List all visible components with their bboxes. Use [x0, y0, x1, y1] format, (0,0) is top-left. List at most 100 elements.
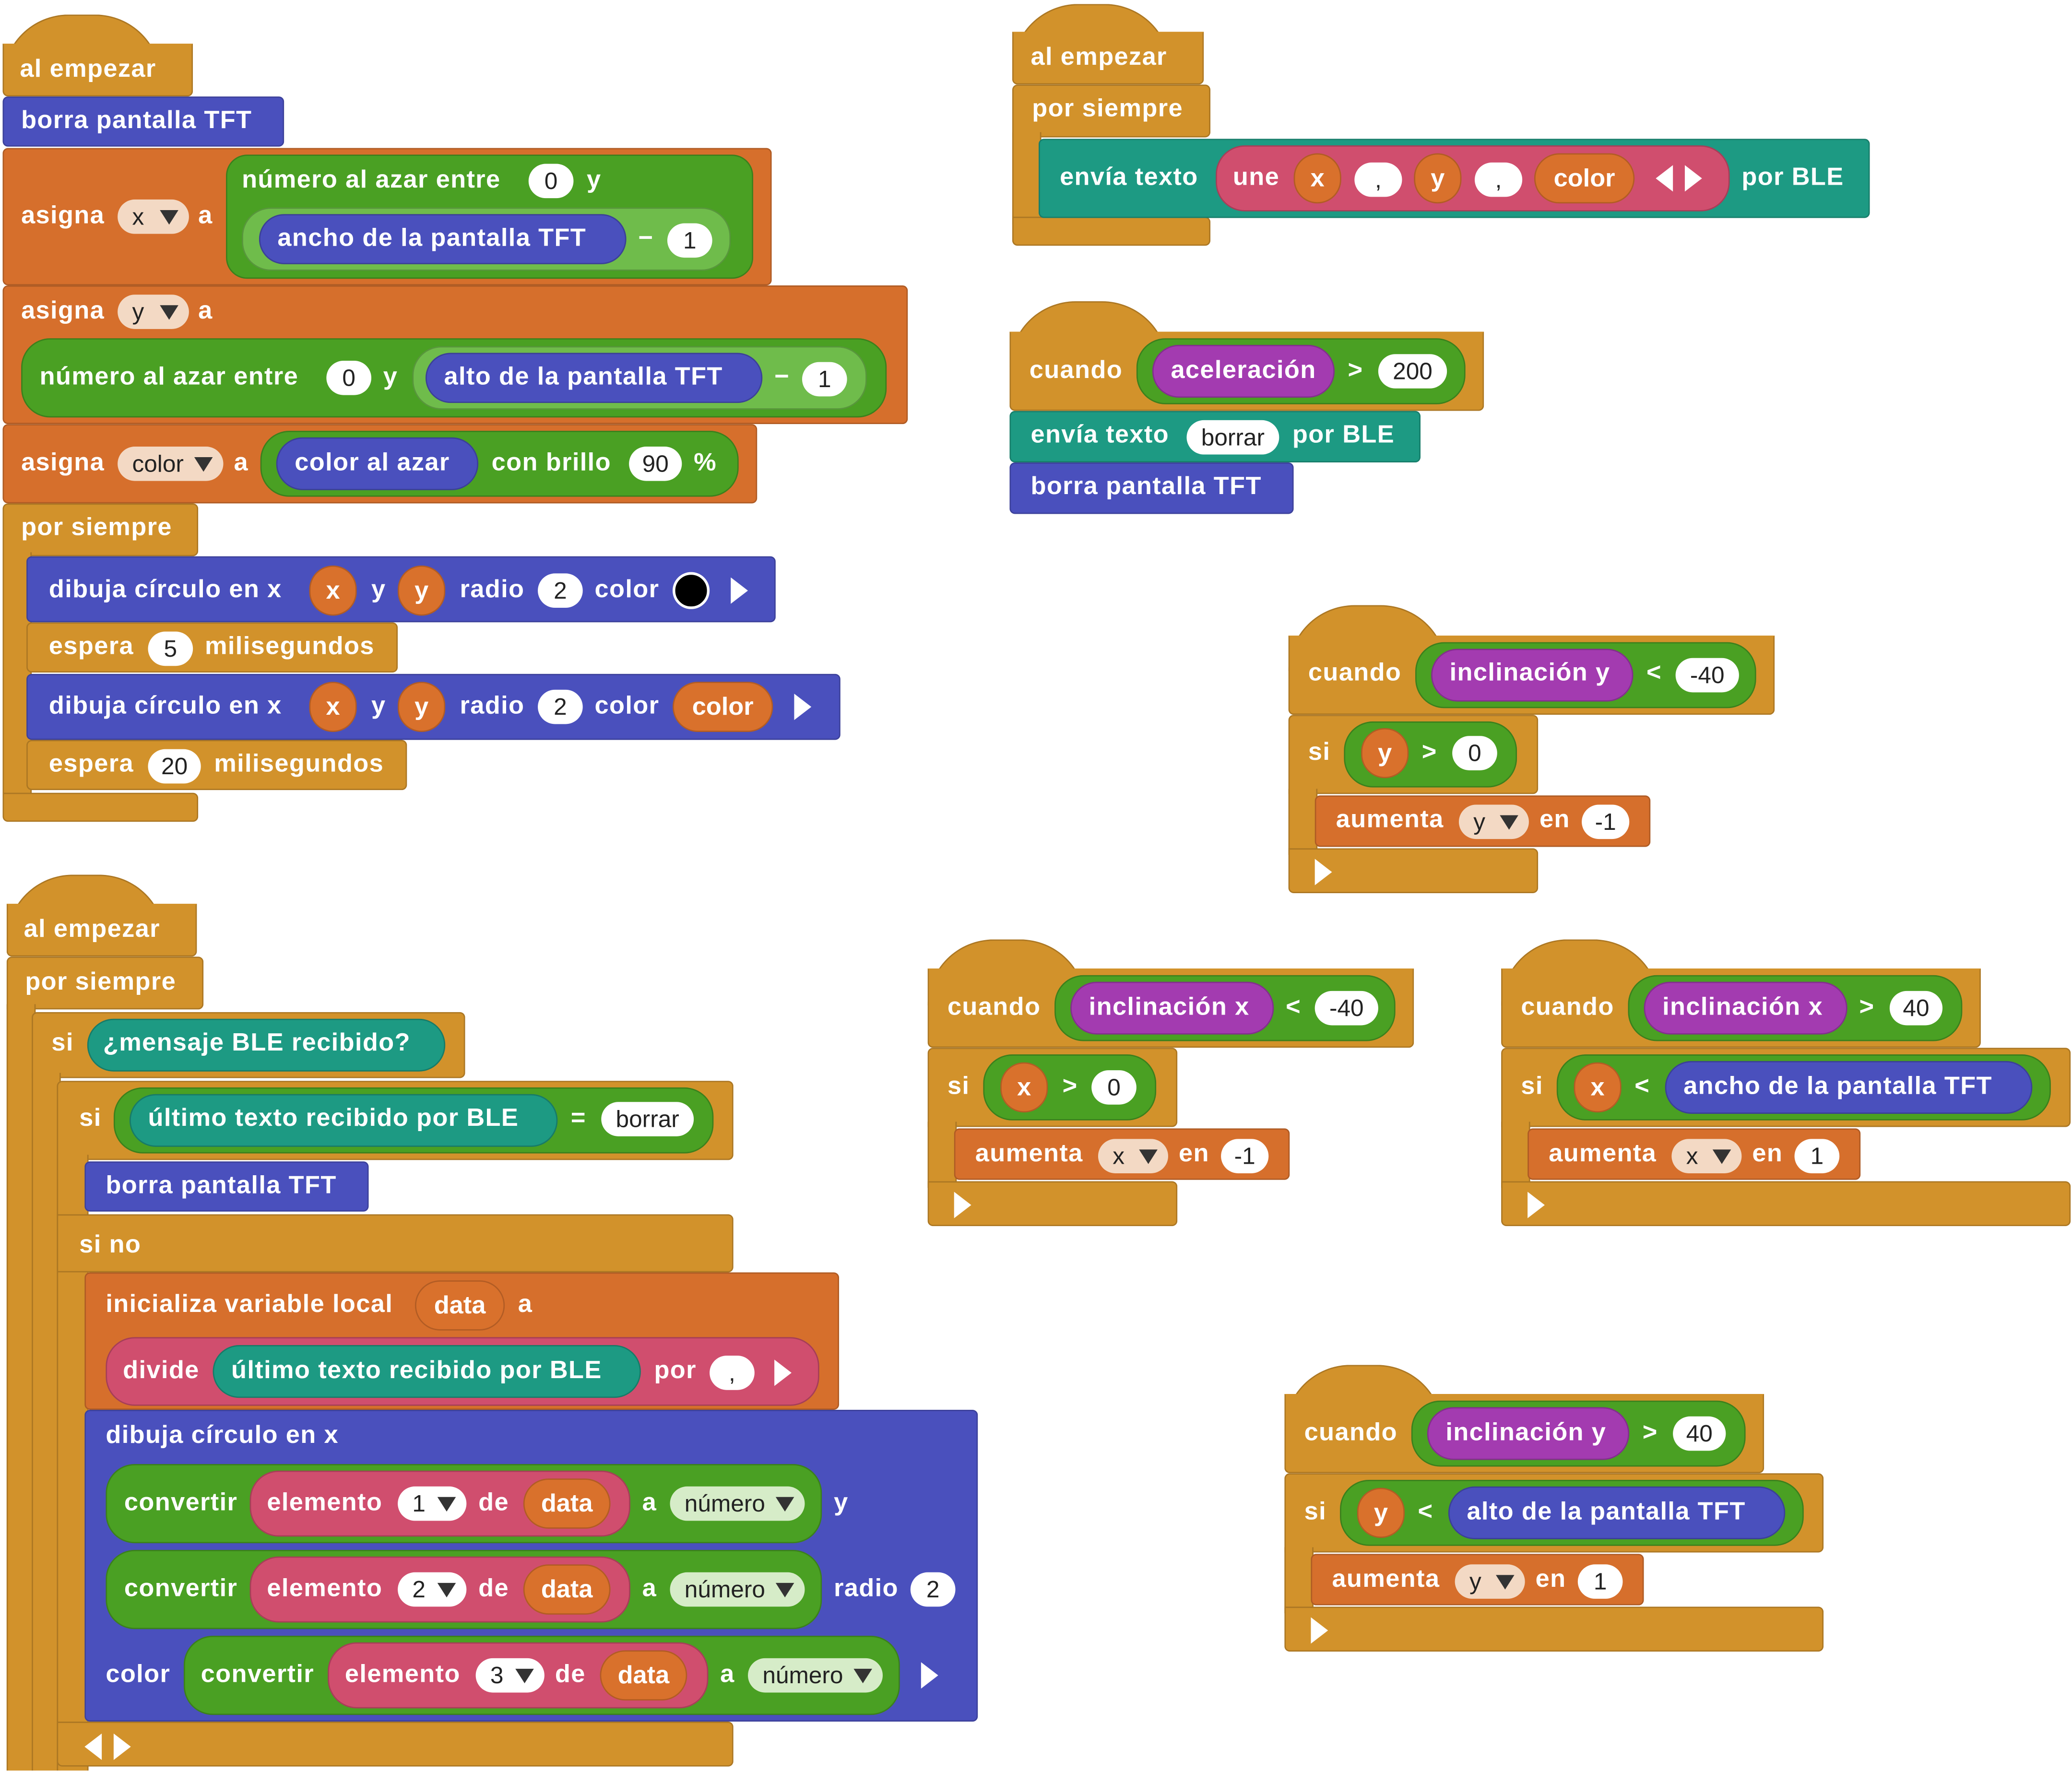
- index-dropdown[interactable]: 2: [398, 1572, 467, 1607]
- variable-color[interactable]: color: [673, 682, 773, 732]
- number-input[interactable]: 0: [528, 164, 574, 199]
- number-input[interactable]: -1: [1221, 1139, 1269, 1173]
- triangle-right-icon[interactable]: [794, 694, 812, 720]
- triangle-right-icon[interactable]: [1311, 1617, 1328, 1644]
- variable-y[interactable]: y: [1357, 1488, 1405, 1538]
- number-input[interactable]: 200: [1378, 354, 1447, 389]
- borra-pantalla-block[interactable]: [1009, 462, 1294, 514]
- number-input[interactable]: 1: [667, 223, 712, 258]
- variable-color[interactable]: color: [1534, 153, 1635, 204]
- chevron-down-icon: [1496, 1575, 1515, 1590]
- block-label: aceleración: [1171, 356, 1316, 385]
- triangle-right-icon[interactable]: [1527, 1192, 1545, 1218]
- index-dropdown[interactable]: 3: [475, 1658, 545, 1693]
- color-swatch-black[interactable]: [673, 572, 710, 609]
- block-label: inclinación y: [1449, 659, 1610, 687]
- por-siempre-block[interactable]: [1012, 84, 1211, 138]
- number-input[interactable]: 1: [1577, 1564, 1623, 1599]
- variable-data[interactable]: data: [600, 1650, 687, 1700]
- triangle-right-icon[interactable]: [774, 1359, 792, 1386]
- variable-y[interactable]: y: [398, 565, 446, 616]
- tilt-x-sensor-block[interactable]: [1644, 981, 1847, 1035]
- triangle-right-icon[interactable]: [731, 577, 748, 604]
- por-siempre-block[interactable]: [6, 956, 204, 1010]
- variable-dropdown[interactable]: y: [1455, 1564, 1525, 1599]
- wait-block[interactable]: [26, 740, 407, 791]
- text-input[interactable]: ,: [710, 1356, 755, 1390]
- number-input[interactable]: -1: [1582, 804, 1630, 839]
- number-input[interactable]: 40: [1889, 991, 1943, 1026]
- block-label: al empezar: [20, 55, 156, 83]
- number-input[interactable]: 1: [802, 362, 847, 397]
- triangle-right-icon[interactable]: [113, 1733, 131, 1760]
- number-input[interactable]: 0: [326, 360, 372, 395]
- number-input[interactable]: -40: [1675, 658, 1739, 693]
- al-empezar-block[interactable]: [1012, 32, 1204, 85]
- triangle-right-icon[interactable]: [1684, 165, 1702, 192]
- screen-width-block[interactable]: [1665, 1061, 2033, 1114]
- text-input[interactable]: borrar: [601, 1102, 694, 1136]
- number-input[interactable]: 90: [629, 447, 682, 481]
- variable-x[interactable]: x: [309, 565, 357, 616]
- triangle-left-icon[interactable]: [1656, 165, 1673, 192]
- variable-dropdown[interactable]: x: [1098, 1139, 1168, 1173]
- type-dropdown[interactable]: número: [670, 1572, 805, 1607]
- number-input[interactable]: 2: [538, 689, 583, 724]
- operator-label: >: [1642, 1419, 1658, 1447]
- borra-pantalla-block[interactable]: [2, 96, 284, 147]
- number-input[interactable]: 1: [1794, 1139, 1840, 1173]
- number-input[interactable]: -40: [1314, 991, 1378, 1026]
- variable-x[interactable]: x: [1293, 153, 1341, 204]
- index-dropdown[interactable]: 1: [398, 1486, 467, 1521]
- screen-height-block[interactable]: [1448, 1486, 1786, 1539]
- number-input[interactable]: 2: [538, 573, 583, 608]
- screen-width-block[interactable]: [259, 214, 627, 264]
- acceleration-sensor-block[interactable]: [1152, 344, 1335, 398]
- triangle-left-icon[interactable]: [84, 1733, 102, 1760]
- number-input[interactable]: 0: [1091, 1070, 1137, 1105]
- variable-x[interactable]: x: [309, 682, 357, 732]
- tilt-x-sensor-block[interactable]: [1070, 981, 1274, 1035]
- block-label: dibuja círculo en x: [106, 1421, 339, 1450]
- al-empezar-block[interactable]: [6, 904, 197, 957]
- text-input[interactable]: borrar: [1186, 420, 1279, 455]
- number-input[interactable]: 20: [148, 749, 201, 784]
- al-empezar-block[interactable]: [2, 43, 193, 97]
- variable-dropdown[interactable]: x: [118, 199, 189, 234]
- variable-y[interactable]: y: [1414, 153, 1462, 204]
- tilt-y-sensor-block[interactable]: [1431, 649, 1634, 702]
- variable-data[interactable]: data: [523, 1478, 611, 1529]
- ble-received-block[interactable]: [87, 1018, 446, 1072]
- variable-dropdown[interactable]: color: [118, 447, 224, 481]
- variable-dropdown[interactable]: x: [1671, 1139, 1742, 1173]
- text-input[interactable]: ,: [1354, 162, 1402, 197]
- join-text-block[interactable]: [1216, 145, 1730, 212]
- variable-dropdown[interactable]: y: [118, 295, 189, 329]
- number-input[interactable]: 2: [910, 1572, 956, 1607]
- ble-last-text-block[interactable]: [213, 1345, 641, 1398]
- number-input[interactable]: 5: [148, 631, 193, 666]
- type-dropdown[interactable]: número: [748, 1658, 883, 1693]
- borra-pantalla-block[interactable]: [84, 1161, 369, 1212]
- triangle-right-icon[interactable]: [921, 1662, 938, 1689]
- triangle-right-icon[interactable]: [1314, 859, 1332, 886]
- text-input[interactable]: ,: [1474, 162, 1523, 197]
- wait-block[interactable]: [26, 622, 398, 673]
- variable-y[interactable]: y: [398, 682, 446, 732]
- ble-last-text-block[interactable]: [129, 1094, 558, 1147]
- number-input[interactable]: 0: [1452, 736, 1497, 770]
- variable-data[interactable]: data: [523, 1564, 611, 1615]
- variable-x[interactable]: x: [1574, 1062, 1622, 1113]
- variable-x[interactable]: x: [1000, 1062, 1048, 1113]
- random-color-block[interactable]: [276, 437, 479, 490]
- tilt-y-sensor-block[interactable]: [1427, 1407, 1630, 1460]
- screen-height-block[interactable]: [425, 353, 763, 403]
- por-siempre-block[interactable]: [2, 503, 199, 556]
- variable-dropdown[interactable]: y: [1458, 804, 1529, 839]
- variable-y[interactable]: y: [1361, 728, 1409, 779]
- number-input[interactable]: 40: [1673, 1416, 1726, 1451]
- type-dropdown[interactable]: número: [670, 1486, 805, 1521]
- triangle-right-icon[interactable]: [954, 1192, 971, 1218]
- variable-name-field[interactable]: data: [414, 1280, 505, 1331]
